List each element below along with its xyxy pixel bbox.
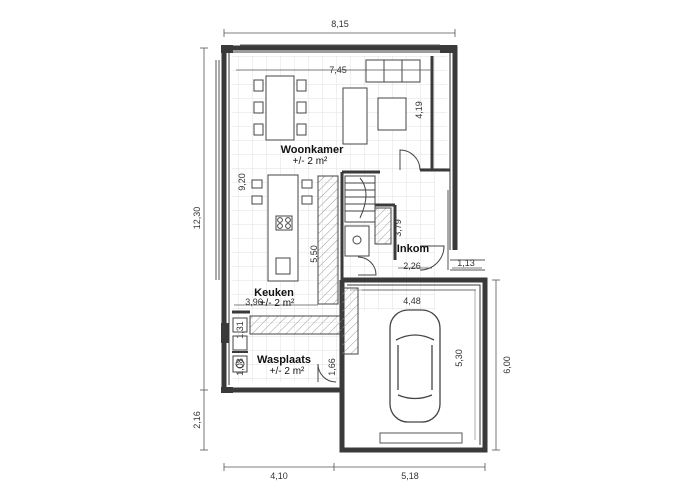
dim-garage-depth: 5,30: [454, 349, 464, 367]
kitchen-island: [251, 174, 313, 282]
dim-hall-width: 2,26: [403, 261, 421, 271]
dimension-lines: [200, 29, 500, 471]
dim-living-depth: 9,20: [237, 173, 247, 191]
room-woonkamer-name: Woonkamer: [281, 144, 344, 156]
dim-side-width: 1,13: [457, 258, 475, 268]
dim-laundry-lower: 1,08: [235, 358, 245, 376]
dim-kitchen-width: 3,96: [245, 297, 263, 307]
room-keuken-name: Keuken: [254, 287, 294, 299]
dining-table: [253, 75, 307, 141]
room-inkom-name: Inkom: [397, 243, 430, 255]
dim-bottom-left-width: 4,10: [270, 471, 288, 481]
dim-laundry-upper: 1,31: [235, 321, 245, 339]
dim-hall-depth: 3,79: [393, 219, 403, 237]
doors: [317, 149, 445, 383]
sofa: [342, 59, 421, 145]
dim-bottom-right-width: 5,18: [401, 471, 419, 481]
dim-overall-width: 8,15: [331, 19, 349, 29]
dim-living-bay-depth: 4,19: [414, 101, 424, 119]
hall-cabinet: [344, 207, 392, 257]
dim-overall-depth: 12,30: [192, 207, 202, 230]
room-wasplaats-area: +/- 2 m²: [270, 366, 305, 377]
room-keuken-area: +/- 2 m²: [260, 298, 295, 309]
kitchen-counter: [249, 175, 359, 355]
dim-garage-width: 4,48: [403, 296, 421, 306]
room-wasplaats-name: Wasplaats: [257, 354, 311, 366]
interior-walls: [232, 56, 450, 353]
dim-kitchen-counter: 5,50: [309, 245, 319, 263]
wall-corners: [221, 45, 457, 393]
dim-laundry-wall: 1,66: [327, 358, 337, 376]
room-woonkamer-area: +/- 2 m²: [293, 156, 328, 167]
side-path: [447, 190, 485, 271]
dim-bottom-left-depth: 2,16: [192, 411, 202, 429]
laundry-appliances: [232, 317, 248, 373]
dim-right-depth: 6,00: [502, 356, 512, 374]
windows: [215, 44, 440, 280]
dim-living-width: 7,45: [329, 65, 347, 75]
car-icon: [389, 309, 441, 423]
stairs: [344, 175, 376, 223]
